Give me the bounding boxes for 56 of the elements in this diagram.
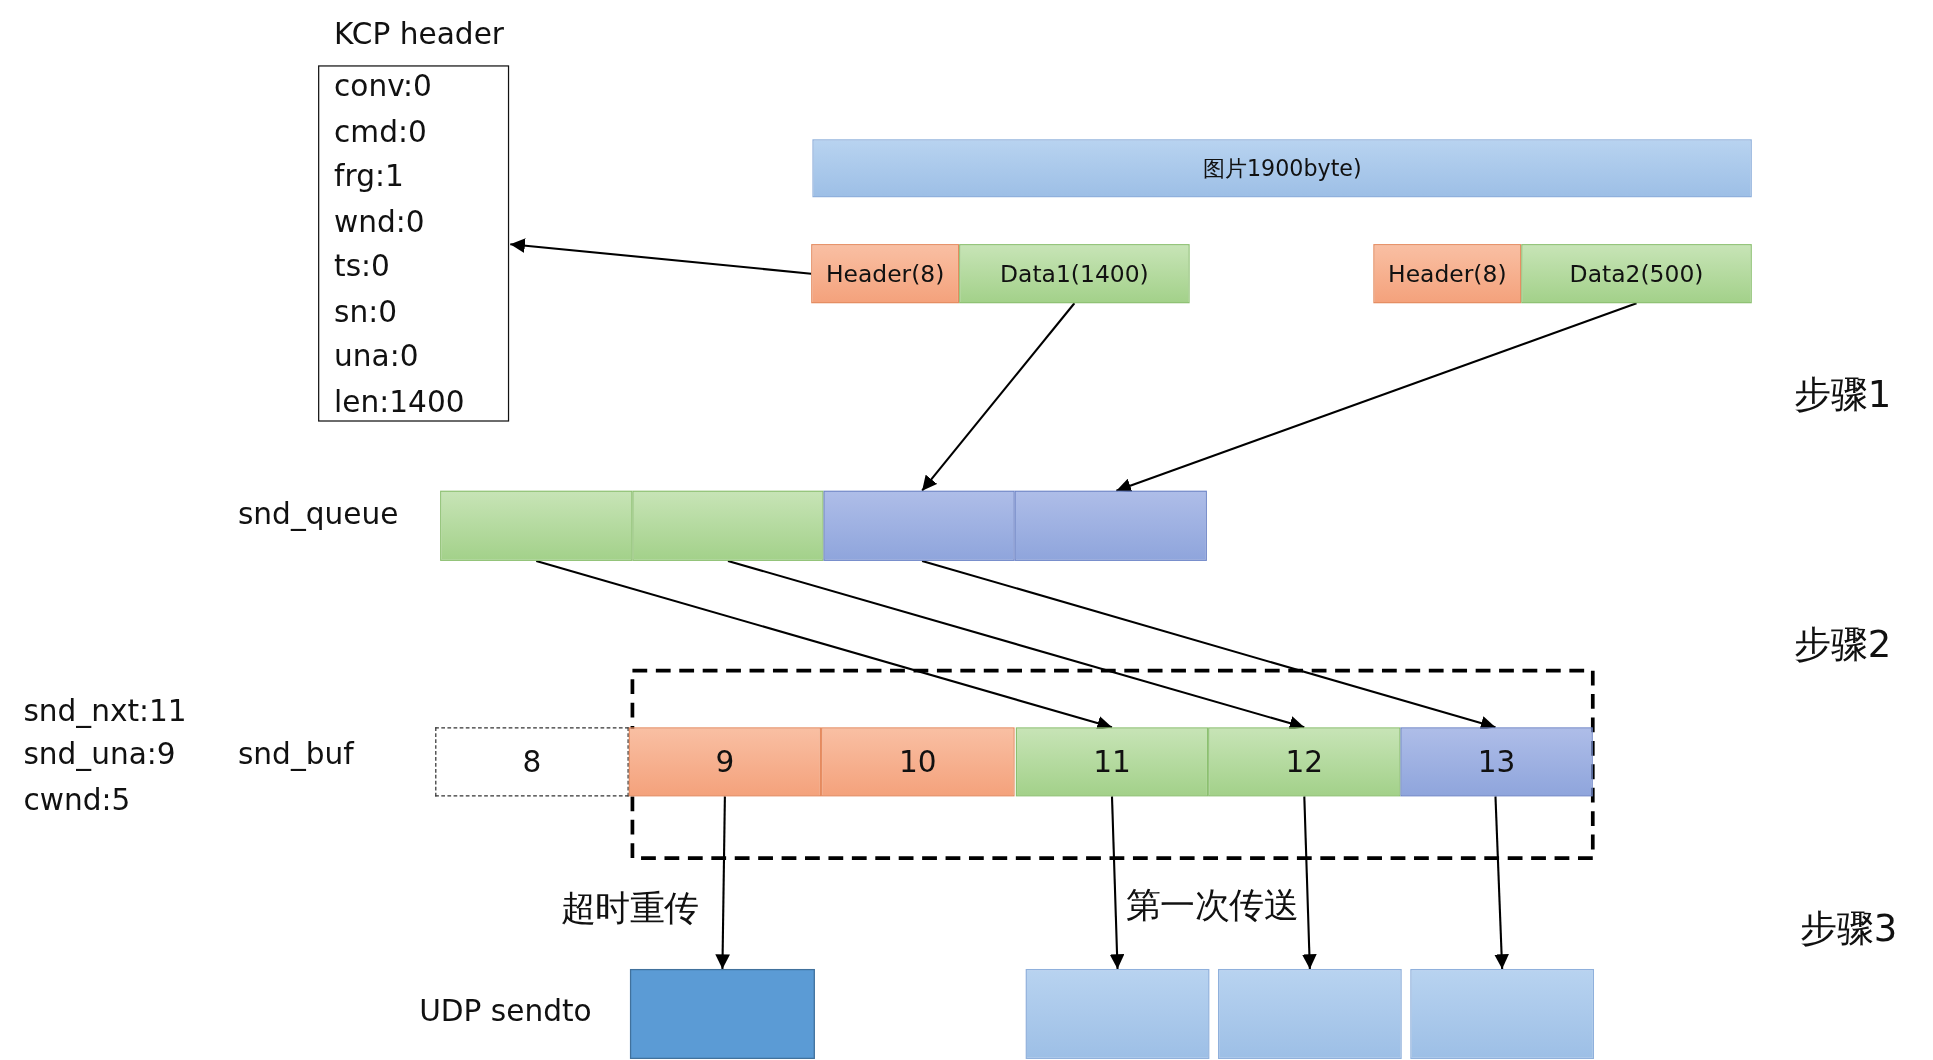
segment-text: 9 [715, 744, 735, 780]
segment-text: 8 [522, 744, 542, 780]
buffer-slot [628, 727, 822, 797]
udp-packet [1410, 969, 1594, 1059]
step-label: 步骤3 [1799, 905, 1898, 952]
buffer-slot [1400, 727, 1593, 797]
arrow [715, 796, 730, 969]
segment-text: 11 [1093, 744, 1131, 780]
udp-packet [1218, 969, 1402, 1059]
segment-text: Data1(1400) [1000, 260, 1149, 288]
state-value: cwnd:5 [23, 782, 131, 818]
field-value: ts:0 [334, 249, 390, 284]
header-segment [1373, 244, 1522, 304]
segment-text: 13 [1477, 744, 1516, 780]
header-segment [811, 244, 960, 304]
transmit-note: 第一次传送 [1125, 884, 1299, 928]
queue-slot [632, 490, 824, 561]
data-segment [1521, 244, 1752, 304]
field-value: sn:0 [334, 294, 398, 329]
buffer-label: snd_buf [237, 737, 354, 772]
queue-slot [823, 490, 1015, 561]
udp-packet [629, 969, 815, 1059]
buffer-slot [821, 727, 1015, 797]
arrow [1302, 796, 1317, 969]
field-value: len:1400 [334, 384, 465, 419]
state-value: snd_nxt:11 [23, 694, 187, 729]
segment-text: 10 [899, 744, 937, 780]
buffer-slot [1015, 727, 1209, 797]
state-value: snd_una:9 [23, 737, 176, 772]
arrow [1115, 302, 1637, 493]
field-value: frg:1 [334, 159, 404, 194]
segment-text: 图片1900byte) [1202, 153, 1362, 183]
arrow [510, 238, 812, 275]
queue-slot [440, 490, 633, 561]
segment-text: Data2(500) [1569, 260, 1704, 288]
image-bar [812, 139, 1752, 198]
step-label: 步骤2 [1793, 621, 1892, 668]
buffer-slot [1208, 727, 1401, 797]
field-value: cmd:0 [334, 114, 427, 149]
segment-text: Header(8) [1388, 260, 1507, 288]
udp-packet [1025, 969, 1210, 1059]
segment-text: 12 [1285, 744, 1324, 780]
arrow [921, 302, 1076, 492]
arrow [1109, 796, 1125, 969]
arrow [1494, 796, 1509, 970]
header-title: KCP header [334, 17, 504, 52]
queue-slot [1014, 490, 1207, 561]
field-value: wnd:0 [334, 204, 425, 239]
field-value: una:0 [334, 339, 419, 374]
sendto-label: UDP sendto [419, 993, 592, 1029]
queue-label: snd_queue [237, 496, 399, 532]
buffer-slot [435, 727, 629, 797]
data-segment [959, 244, 1190, 304]
field-value: conv:0 [334, 69, 432, 104]
step-label: 步骤1 [1793, 371, 1892, 418]
segment-text: Header(8) [825, 260, 945, 288]
